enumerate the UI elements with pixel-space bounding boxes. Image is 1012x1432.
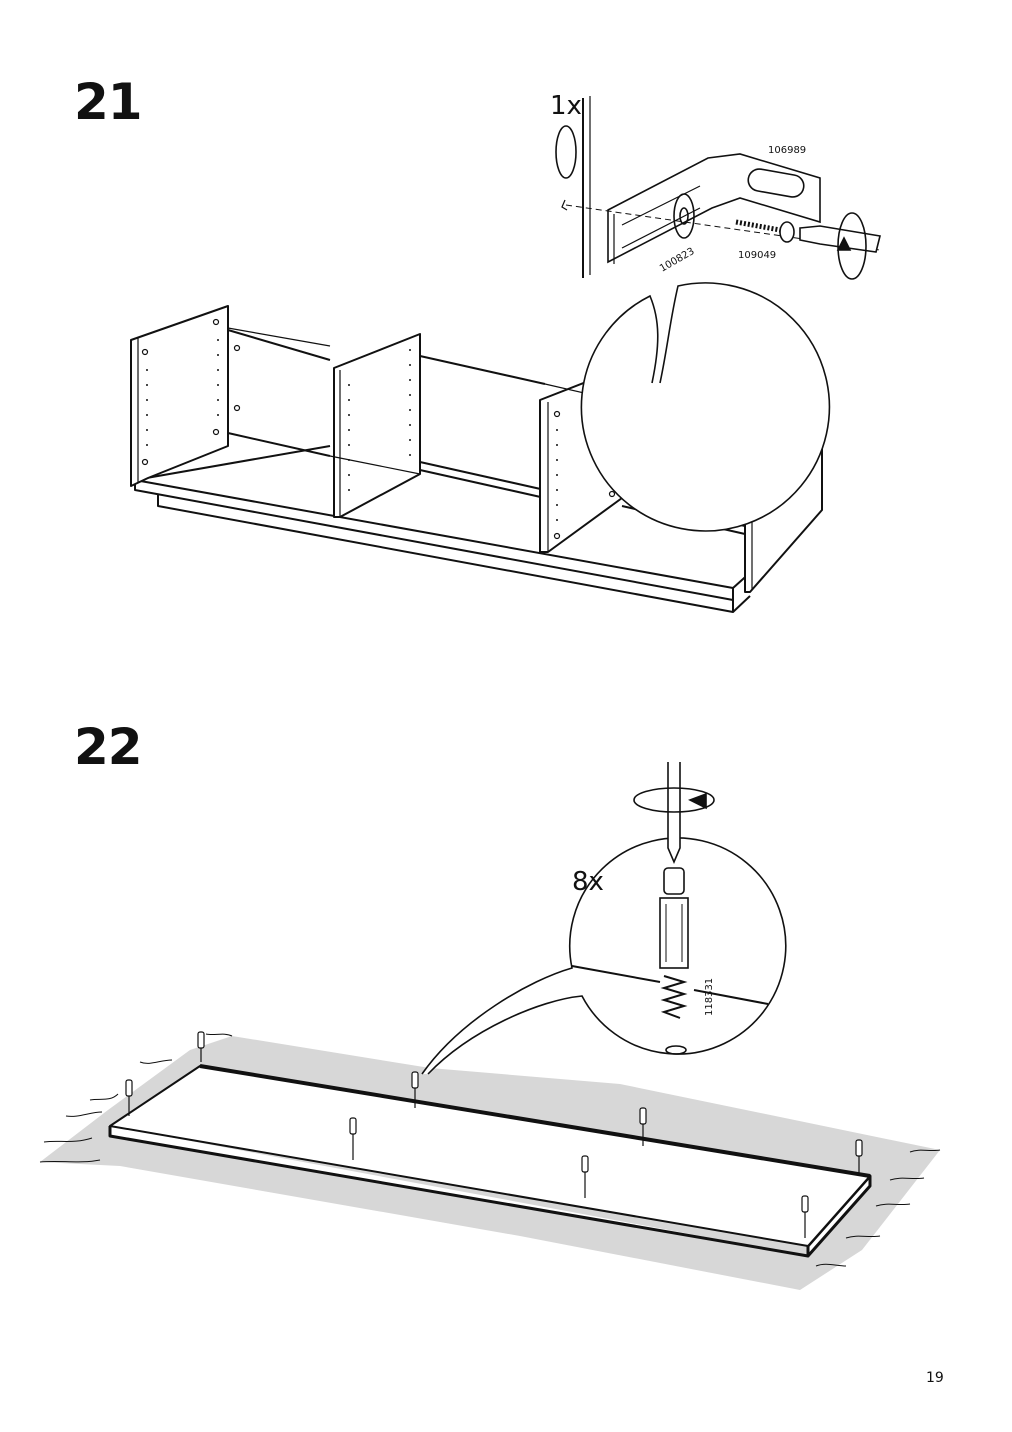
part-number-screw: 109049	[738, 250, 776, 261]
part-number-bracket: 106989	[768, 145, 806, 156]
step-number-22: 22	[74, 718, 143, 776]
step-number-21: 21	[74, 73, 143, 131]
part-number-cam-bolt: 118331	[704, 978, 715, 1016]
step22-detail-bubble	[421, 762, 787, 1075]
part-number-washer: 100823	[658, 246, 697, 275]
step21-detail-bubble	[555, 96, 881, 532]
step22-quantity-label: 8x	[572, 867, 604, 897]
step21-quantity-label: 1x	[550, 91, 582, 121]
step22-fittings	[125, 1031, 863, 1238]
page-number: 19	[926, 1370, 944, 1386]
step22-board	[108, 1064, 872, 1258]
